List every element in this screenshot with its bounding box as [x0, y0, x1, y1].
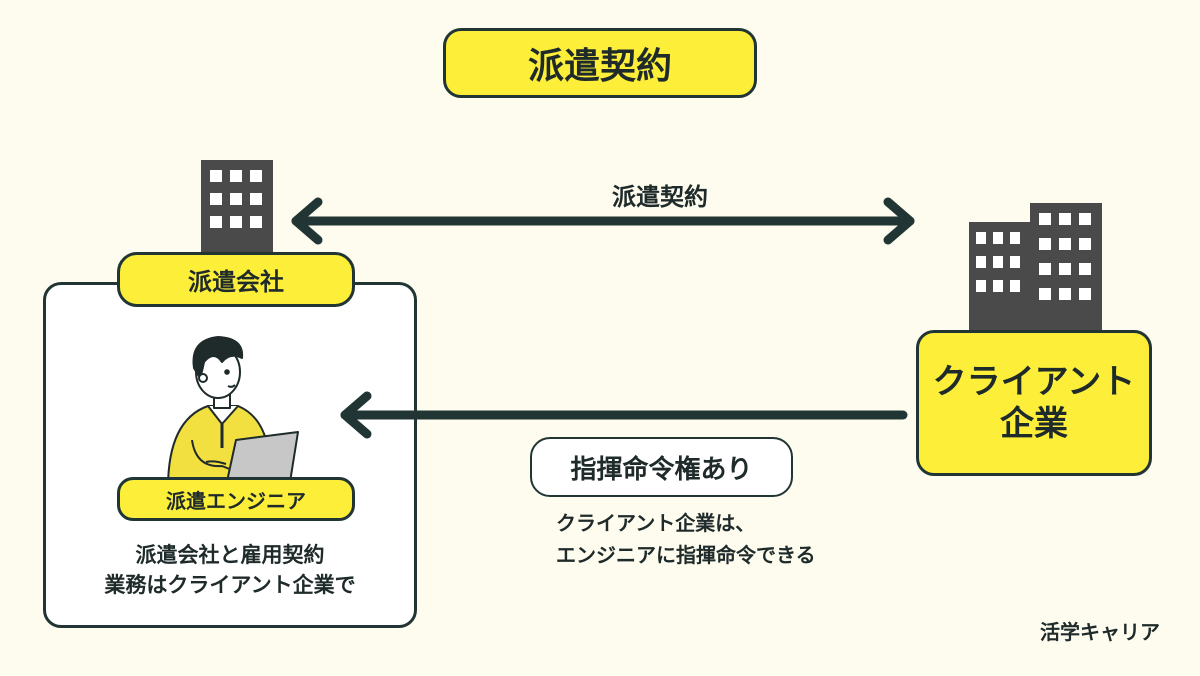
page-title: 派遣契約 [527, 46, 672, 87]
title-pill: 派遣契約 [443, 28, 757, 98]
command-authority-pill: 指揮命令権あり [530, 437, 793, 497]
dispatch-description: 派遣会社と雇用契約 業務はクライアント企業で [45, 540, 415, 601]
dispatch-description-line: 業務はクライアント企業で [104, 573, 356, 598]
client-building-icon [969, 203, 1102, 334]
contract-double-arrow [291, 197, 915, 245]
dispatch-company-label-text: 派遣会社 [188, 268, 284, 296]
dispatch-engineer-label: 派遣エンジニア [117, 477, 355, 521]
contract-arrow-label: 派遣契約 [612, 183, 708, 211]
dispatch-building-icon [201, 160, 273, 256]
command-authority-text: 指揮命令権あり [570, 454, 753, 485]
client-description-line: クライアント企業は、 [556, 511, 756, 535]
client-company-label-line: 企業 [1000, 404, 1068, 444]
engineer-illustration [167, 336, 299, 489]
client-description-line: エンジニアに指揮命令できる [556, 543, 816, 567]
client-company-label-line: クライアント [932, 361, 1136, 402]
dispatch-company-label: 派遣会社 [117, 252, 355, 307]
dispatch-description-line: 派遣会社と雇用契約 [135, 543, 325, 567]
client-company-box: クライアント 企業 [916, 330, 1152, 476]
command-arrow [340, 391, 908, 439]
dispatch-engineer-label-text: 派遣エンジニア [166, 488, 306, 513]
client-description: クライアント企業は、 エンジニアに指揮命令できる [556, 507, 916, 571]
brand-logo-text: 活学キャリア [1040, 620, 1160, 644]
